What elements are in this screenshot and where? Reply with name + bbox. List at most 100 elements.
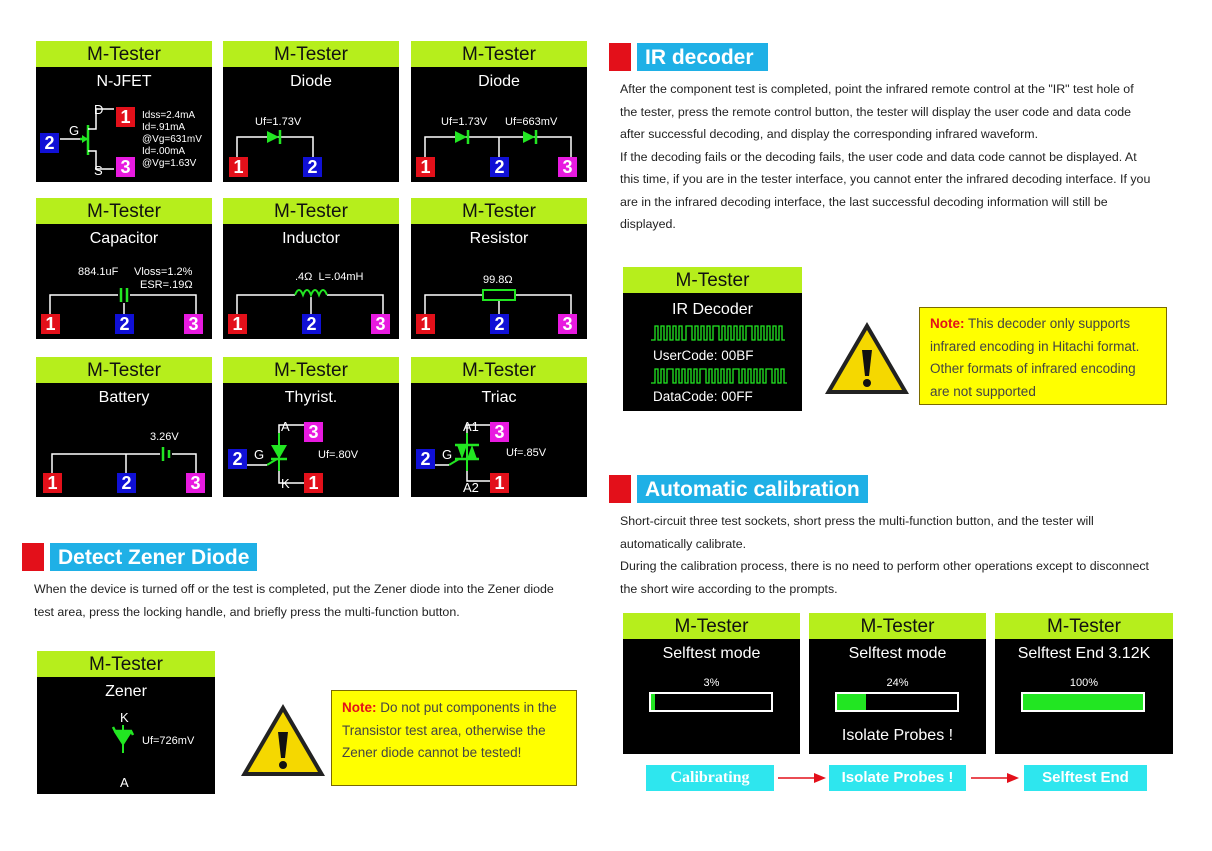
note-line: Other formats of infrared encoding	[930, 361, 1136, 376]
note-label: Note:	[342, 700, 377, 715]
waveform-line	[651, 325, 785, 341]
text-line: Short-circuit three test sockets, short …	[620, 514, 1094, 528]
screen-title: N-JFET	[96, 73, 152, 90]
id-value: Id=.00mA	[142, 146, 186, 157]
screen-title: Zener	[105, 683, 147, 700]
progress-fill	[837, 694, 866, 710]
pin-2: 2	[490, 314, 509, 334]
pin-3: 3	[186, 473, 205, 493]
screen-thyristor: M-Tester Thyrist. A G K Uf=.80V 2 3 1	[223, 357, 399, 497]
screen-title: IR Decoder	[672, 301, 753, 318]
gate-label: G	[69, 123, 80, 138]
progress-bar	[1021, 692, 1145, 712]
screen-title: Capacitor	[89, 230, 159, 247]
pin-1: 1	[229, 157, 248, 177]
progress-percent: 3%	[703, 677, 720, 689]
screen-header: M-Tester	[36, 41, 212, 67]
screen-title: Diode	[290, 73, 332, 90]
waveform-line	[651, 368, 787, 384]
screen-header: M-Tester	[223, 41, 399, 67]
screen-title: Selftest mode	[848, 645, 947, 662]
screen-header: M-Tester	[411, 198, 587, 224]
screen-header: M-Tester	[411, 41, 587, 67]
forward-voltage: Uf=.85V	[506, 447, 547, 459]
forward-voltage: Uf=1.73V	[255, 116, 302, 128]
text-line: When the device is turned off or the tes…	[34, 582, 554, 596]
ir-waveform	[651, 325, 787, 384]
pin-3: 3	[304, 422, 323, 442]
forward-voltage: Uf=663mV	[505, 116, 558, 128]
screen-header: M-Tester	[36, 198, 212, 224]
progress-percent: 24%	[886, 677, 909, 689]
vg-value: @Vg=631mV	[142, 134, 202, 145]
screen-title: Inductor	[282, 230, 340, 247]
ir-description: After the component test is completed, p…	[620, 78, 1200, 236]
esr-value: ESR=.19Ω	[140, 279, 193, 291]
forward-voltage: Uf=1.73V	[441, 116, 488, 128]
text-line: test area, press the locking handle, and…	[34, 604, 460, 619]
text-line: During the calibration process, there is…	[620, 559, 1149, 573]
anode-label: A	[120, 775, 129, 790]
resistance-value: 99.8Ω	[483, 274, 513, 286]
section-title: Automatic calibration	[637, 475, 868, 503]
screen-header: M-Tester	[37, 651, 215, 677]
diode-symbol	[236, 130, 314, 169]
pin-2: 2	[416, 449, 435, 469]
screen-header: M-Tester	[995, 613, 1173, 639]
progress-fill	[651, 694, 655, 710]
cathode-label: K	[281, 476, 290, 491]
screen-header: M-Tester	[809, 613, 986, 639]
progress-bar	[649, 692, 773, 712]
pin-2: 2	[117, 473, 136, 493]
progress-percent: 100%	[1069, 677, 1099, 689]
pin-3: 3	[558, 157, 577, 177]
note-line: Note: Do not put components in the	[342, 697, 566, 720]
note-text: This decoder only supports	[964, 316, 1131, 331]
pin-2: 2	[302, 314, 321, 334]
screen-ir-decoder: M-Tester IR Decoder UserCode: 00BF DataC…	[623, 267, 802, 411]
pin-1: 1	[228, 314, 247, 334]
section-title: Detect Zener Diode	[50, 543, 258, 571]
pin-1: 1	[490, 473, 509, 493]
pin-1: 1	[416, 157, 435, 177]
text-line: After the component test is completed, p…	[620, 82, 1134, 96]
capacitor-symbol	[49, 287, 197, 326]
source-label: S	[94, 163, 103, 178]
screen-selftest-end: M-Tester Selftest End 3.12K 100%	[995, 613, 1173, 754]
text-line: the tester, press the remote control but…	[620, 104, 1132, 119]
screen-header: M-Tester	[411, 357, 587, 383]
double-diode-symbol	[424, 130, 572, 169]
note-line: are not supported	[930, 383, 1036, 399]
user-code: UserCode: 00BF	[653, 348, 754, 363]
vloss-value: Vloss=1.2%	[134, 266, 193, 278]
idss-value: Idss=2.4mA	[142, 110, 196, 121]
gate-label: G	[442, 447, 453, 462]
status-message: Isolate Probes !	[841, 727, 954, 744]
screen-title: Thyrist.	[284, 389, 338, 406]
calibration-description: Short-circuit three test sockets, short …	[620, 510, 1200, 600]
section-marker	[22, 543, 44, 571]
screen-capacitor: M-Tester Capacitor 884.1uF Vloss=1.2% ES…	[36, 198, 212, 339]
resistor-symbol	[424, 289, 572, 326]
screen-header: M-Tester	[223, 198, 399, 224]
text-line: the short wire according to the prompts.	[620, 581, 838, 596]
section-marker	[609, 475, 631, 503]
screen-title: Selftest mode	[662, 645, 761, 662]
anode-label: A	[281, 419, 290, 434]
progress-bar	[835, 692, 959, 712]
pin-3: 3	[558, 314, 577, 334]
screen-zener: M-Tester Zener K Uf=726mV A	[37, 651, 215, 794]
arrow-right-icon	[778, 773, 826, 783]
screen-header: M-Tester	[36, 357, 212, 383]
vg-value: @Vg=1.63V	[142, 158, 197, 169]
pin-1: 1	[41, 314, 60, 334]
pin-1: 1	[416, 314, 435, 334]
ir-note: Note: This decoder only supports infrare…	[919, 307, 1167, 405]
screen-double-diode: M-Tester Diode Uf=1.73V Uf=663mV 1 2 3	[411, 41, 587, 182]
screen-selftest: M-Tester Selftest mode 24% Isolate Probe…	[809, 613, 986, 754]
text-line: displayed.	[620, 217, 676, 231]
zener-voltage: Uf=726mV	[142, 735, 195, 747]
arrow-right-icon	[971, 773, 1019, 783]
drain-label: D	[94, 102, 104, 117]
flow-step-calibrating: Calibrating	[646, 765, 774, 791]
